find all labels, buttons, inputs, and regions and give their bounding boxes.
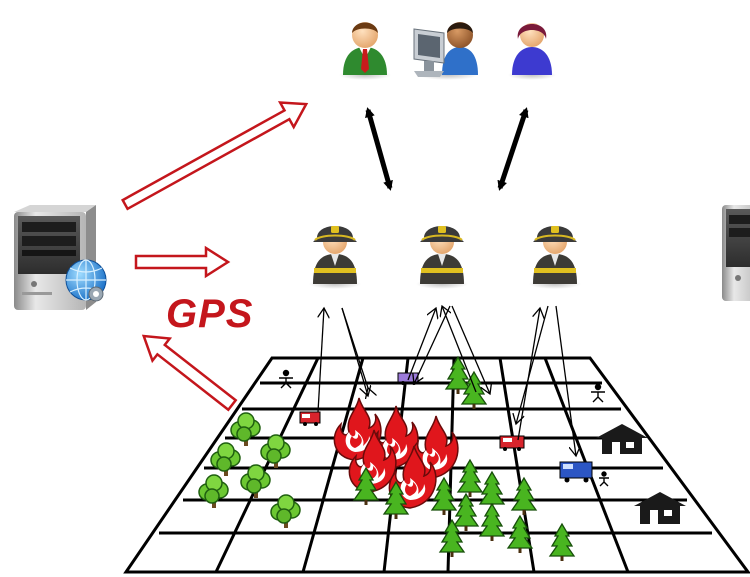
person-icon: [279, 369, 293, 389]
server-with-globe-icon: [14, 205, 107, 310]
bidirectional-arrow: [365, 107, 393, 191]
firefighter-icon: [308, 225, 362, 290]
person-icon: [599, 471, 609, 487]
field-uplinks: [317, 306, 576, 456]
house-icon: [634, 492, 686, 524]
gear-icon: [88, 286, 104, 302]
arrow-field-to-server: [141, 334, 238, 412]
gps-label: GPS: [166, 292, 254, 336]
manager-red-tie-icon: [339, 22, 391, 80]
arrow-server-to-firefighters: [134, 245, 231, 279]
female-user-icon: [508, 23, 556, 80]
truck-icon: [559, 461, 593, 483]
person-icon: [591, 383, 605, 403]
firefighter-icon: [528, 225, 582, 290]
fire-truck-icon: [299, 411, 321, 426]
bidirectional-arrow: [497, 107, 529, 191]
operator-at-computer-icon: [413, 22, 478, 80]
firefighter-icon: [415, 225, 469, 290]
house-icon: [596, 424, 648, 454]
server-icon: [722, 205, 750, 301]
arrow-server-to-commanders: [121, 101, 309, 211]
